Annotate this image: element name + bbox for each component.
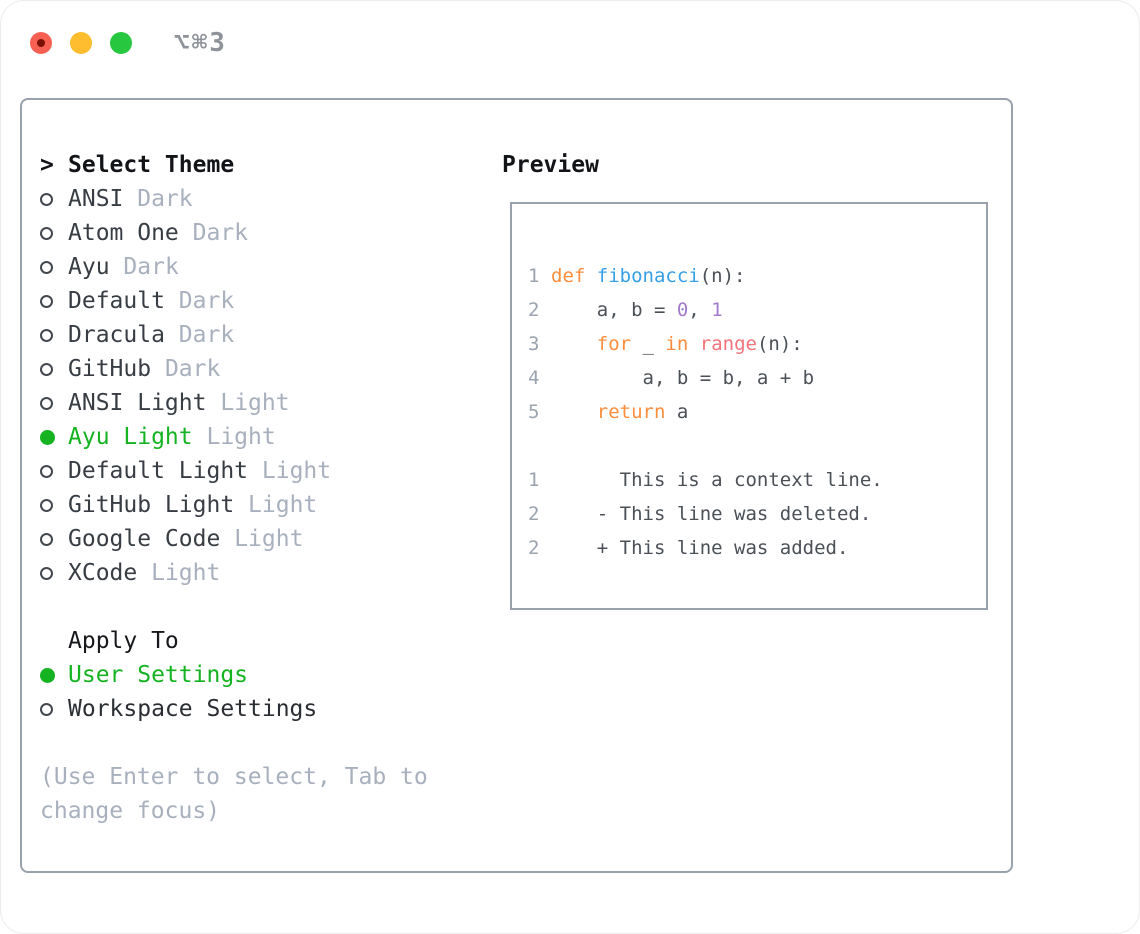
radio-icon xyxy=(40,396,53,410)
theme-option[interactable]: Dracula Dark xyxy=(40,318,331,352)
minimize-button[interactable] xyxy=(70,32,92,54)
preview-gap xyxy=(528,429,986,463)
theme-option[interactable]: Default Light Light xyxy=(40,454,331,488)
code-line: 2 a, b = 0, 1 xyxy=(528,299,723,321)
theme-option[interactable]: ANSI Dark xyxy=(40,182,331,216)
line-number: 4 xyxy=(528,367,540,389)
radio-icon xyxy=(40,532,53,546)
close-dot-icon xyxy=(37,39,45,47)
diff-line: 2 - This line was deleted. xyxy=(528,503,872,525)
prompt-icon: > xyxy=(40,152,54,178)
line-number: 2 xyxy=(528,503,540,525)
theme-option[interactable]: Google Code Light xyxy=(40,522,331,556)
code-line: 3 for _ in range(n): xyxy=(528,333,803,355)
window-title: ⌥⌘3 xyxy=(174,28,227,58)
apply-options-group: User Settings Workspace Settings xyxy=(40,658,331,726)
diff-line: 2 + This line was added. xyxy=(528,537,849,559)
radio-icon xyxy=(40,328,53,342)
radio-icon xyxy=(40,294,53,308)
apply-option[interactable]: User Settings xyxy=(40,658,331,692)
line-number: 5 xyxy=(528,401,540,423)
radio-icon xyxy=(40,362,53,376)
line-number: 2 xyxy=(528,537,540,559)
diff-line: 1 This is a context line. xyxy=(528,469,883,491)
radio-icon xyxy=(40,192,53,206)
theme-list-title: Select Theme xyxy=(68,152,235,178)
theme-option[interactable]: GitHub Dark xyxy=(40,352,331,386)
theme-options-group: ANSI Dark Atom One Dark Ayu Dark Default… xyxy=(40,182,331,590)
diff-preview: 1 This is a context line. 2 - This line … xyxy=(528,463,986,565)
section-gap xyxy=(40,590,331,624)
theme-list-header: > Select Theme xyxy=(40,148,331,182)
line-number: 1 xyxy=(528,469,540,491)
theme-list: > Select Theme ANSI Dark Atom One Dark A… xyxy=(40,148,331,726)
radio-icon xyxy=(40,226,53,240)
line-number: 1 xyxy=(528,265,540,287)
code-line: 5 return a xyxy=(528,401,689,423)
radio-icon xyxy=(40,667,55,683)
radio-icon xyxy=(40,702,53,716)
code-preview: 1 def fibonacci(n): 2 a, b = 0, 1 3 for … xyxy=(528,259,986,429)
theme-option[interactable]: Ayu Light Light xyxy=(40,420,331,454)
line-number: 3 xyxy=(528,333,540,355)
radio-icon xyxy=(40,464,53,478)
theme-option[interactable]: Default Dark xyxy=(40,284,331,318)
apply-option[interactable]: Workspace Settings xyxy=(40,692,331,726)
radio-icon xyxy=(40,566,53,580)
theme-option[interactable]: Atom One Dark xyxy=(40,216,331,250)
close-button[interactable] xyxy=(30,32,52,54)
zoom-button[interactable] xyxy=(110,32,132,54)
code-line: 4 a, b = b, a + b xyxy=(528,367,815,389)
code-line: 1 def fibonacci(n): xyxy=(528,265,746,287)
titlebar: ⌥⌘3 xyxy=(30,28,227,58)
radio-icon xyxy=(40,498,53,512)
radio-icon xyxy=(40,260,53,274)
line-number: 2 xyxy=(528,299,540,321)
preview-title: Preview xyxy=(502,152,599,178)
apply-to-title: Apply To xyxy=(68,628,179,654)
theme-option[interactable]: GitHub Light Light xyxy=(40,488,331,522)
preview-box: 1 def fibonacci(n): 2 a, b = 0, 1 3 for … xyxy=(510,202,988,610)
theme-option[interactable]: XCode Light xyxy=(40,556,331,590)
theme-picker-panel: > Select Theme ANSI Dark Atom One Dark A… xyxy=(20,98,1013,873)
help-text: (Use Enter to select, Tab to change focu… xyxy=(40,764,428,824)
theme-option[interactable]: ANSI Light Light xyxy=(40,386,331,420)
apply-to-header: Apply To xyxy=(40,624,331,658)
radio-icon xyxy=(40,429,55,445)
theme-option[interactable]: Ayu Dark xyxy=(40,250,331,284)
